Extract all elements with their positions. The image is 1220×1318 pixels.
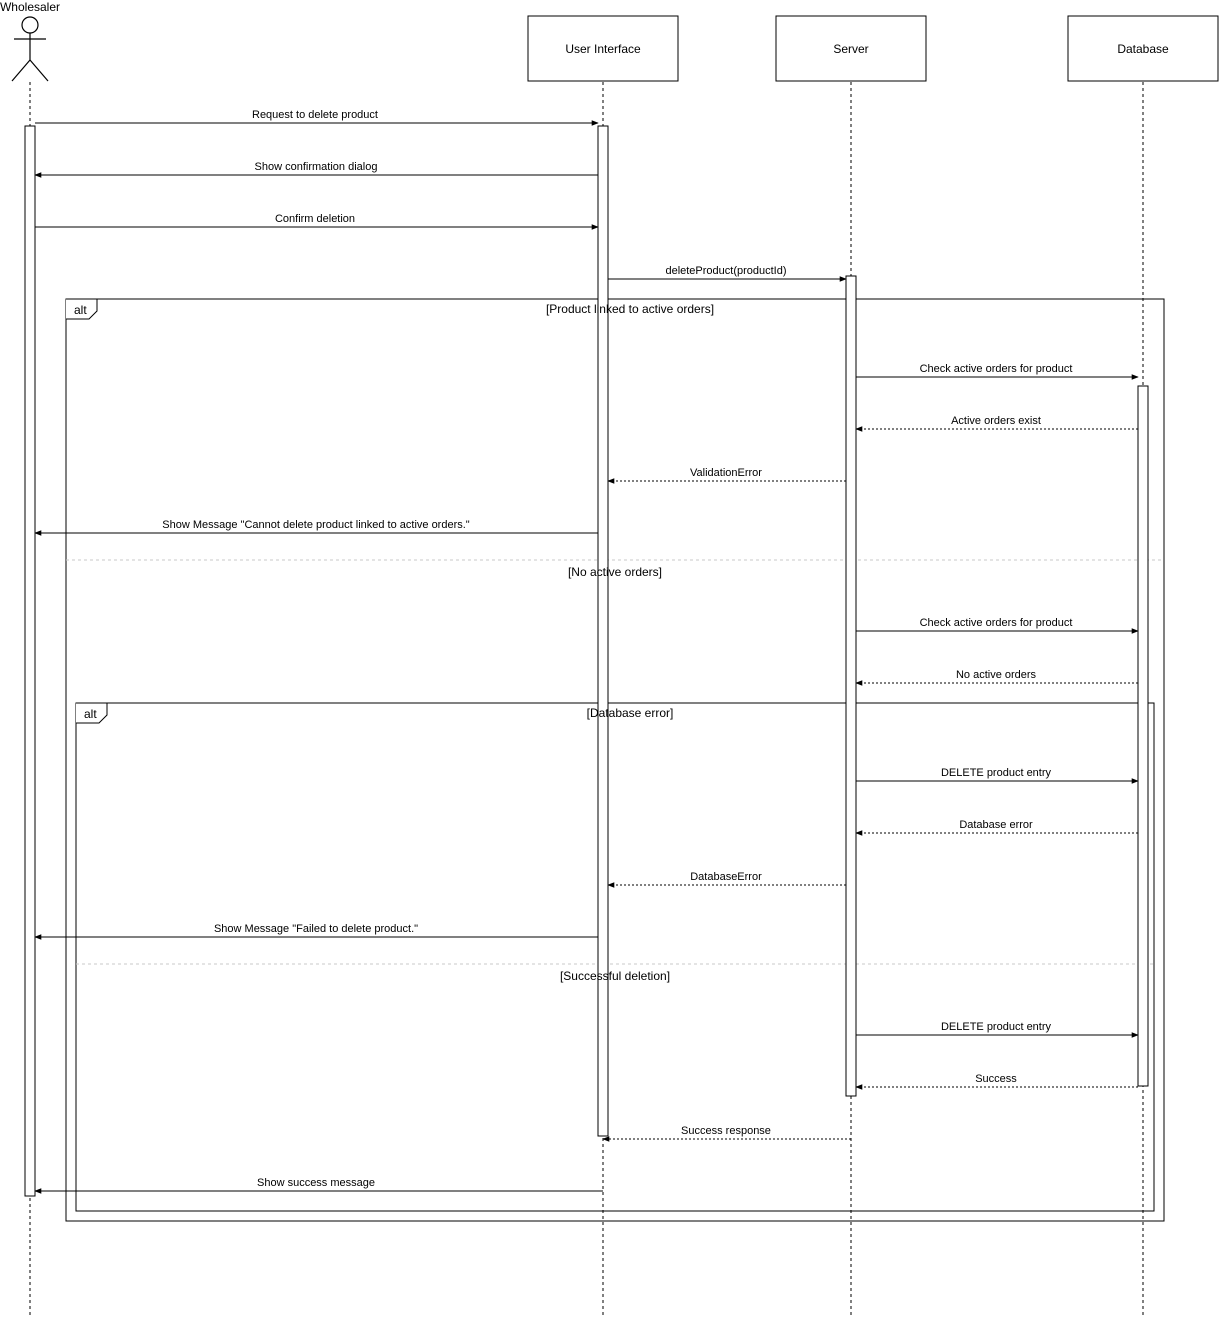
guard-condition: [Product linked to active orders]	[546, 302, 714, 316]
participant-ui: User Interface	[527, 15, 679, 82]
message: DELETE product entry	[856, 1021, 1139, 1038]
activations	[24, 125, 1149, 1197]
message: Check active orders for product	[856, 363, 1139, 380]
message-label: DatabaseError	[690, 871, 762, 883]
participant-server: Server	[775, 15, 927, 82]
actor-label: Wholesaler	[0, 0, 60, 14]
guard-condition: [Database error]	[587, 706, 674, 720]
message-label: Request to delete product	[252, 109, 378, 121]
guard-condition: [No active orders]	[568, 565, 662, 579]
message-label: Success response	[681, 1125, 771, 1137]
fragment-inner-alt: alt	[75, 702, 1155, 1212]
message: Active orders exist	[855, 415, 1138, 432]
message: Success	[855, 1073, 1138, 1090]
message-label: DELETE product entry	[941, 1021, 1052, 1033]
message-label: Success	[975, 1073, 1017, 1085]
message-label: Show Message "Failed to delete product."	[214, 923, 418, 935]
message-label: No active orders	[956, 669, 1037, 681]
activation-ui	[597, 125, 609, 1137]
message: DatabaseError	[607, 871, 846, 888]
messages: Request to delete product Show confirmat…	[34, 109, 1139, 1194]
message: deleteProduct(productId)	[608, 265, 847, 282]
message-label: Show confirmation dialog	[255, 161, 378, 173]
message: Show Message "Failed to delete product."	[34, 923, 598, 940]
message: Show confirmation dialog	[34, 161, 598, 178]
message: Check active orders for product	[856, 617, 1139, 634]
activation-wholesaler	[24, 125, 36, 1197]
message-label: Check active orders for product	[920, 617, 1073, 629]
fragment-operator: alt	[84, 707, 97, 721]
message-label: Confirm deletion	[275, 213, 355, 225]
message-label: Check active orders for product	[920, 363, 1073, 375]
message: Request to delete product	[35, 109, 599, 126]
activation-server	[845, 275, 857, 1097]
message-label: DELETE product entry	[941, 767, 1052, 779]
message: Success response	[602, 1125, 851, 1142]
message-label: Database error	[959, 819, 1033, 831]
message-label: ValidationError	[690, 467, 762, 479]
message-label: Show success message	[257, 1177, 375, 1189]
participant-database: Database	[1067, 15, 1219, 82]
message: DELETE product entry	[856, 767, 1139, 784]
message: Show success message	[34, 1177, 603, 1194]
message-label: deleteProduct(productId)	[665, 265, 786, 277]
activation-database	[1137, 385, 1149, 1087]
participant-label: Database	[1117, 42, 1169, 56]
message: Confirm deletion	[35, 213, 599, 230]
participant-label: Server	[833, 42, 868, 56]
guard-condition: [Successful deletion]	[560, 969, 670, 983]
participant-label: User Interface	[565, 42, 641, 56]
lifelines	[29, 82, 1144, 1316]
message: Show Message "Cannot delete product link…	[34, 519, 598, 536]
message: ValidationError	[607, 467, 846, 484]
message-label: Show Message "Cannot delete product link…	[162, 519, 470, 531]
guards: [Product linked to active orders] [No ac…	[546, 302, 714, 983]
actor-wholesaler: Wholesaler	[0, 0, 60, 82]
message: No active orders	[855, 669, 1138, 686]
message-label: Active orders exist	[951, 415, 1041, 427]
stick-figure-icon	[11, 16, 49, 82]
fragment-operator: alt	[74, 303, 87, 317]
message: Database error	[855, 819, 1138, 836]
fragment-outer-alt: alt	[65, 298, 1165, 1222]
